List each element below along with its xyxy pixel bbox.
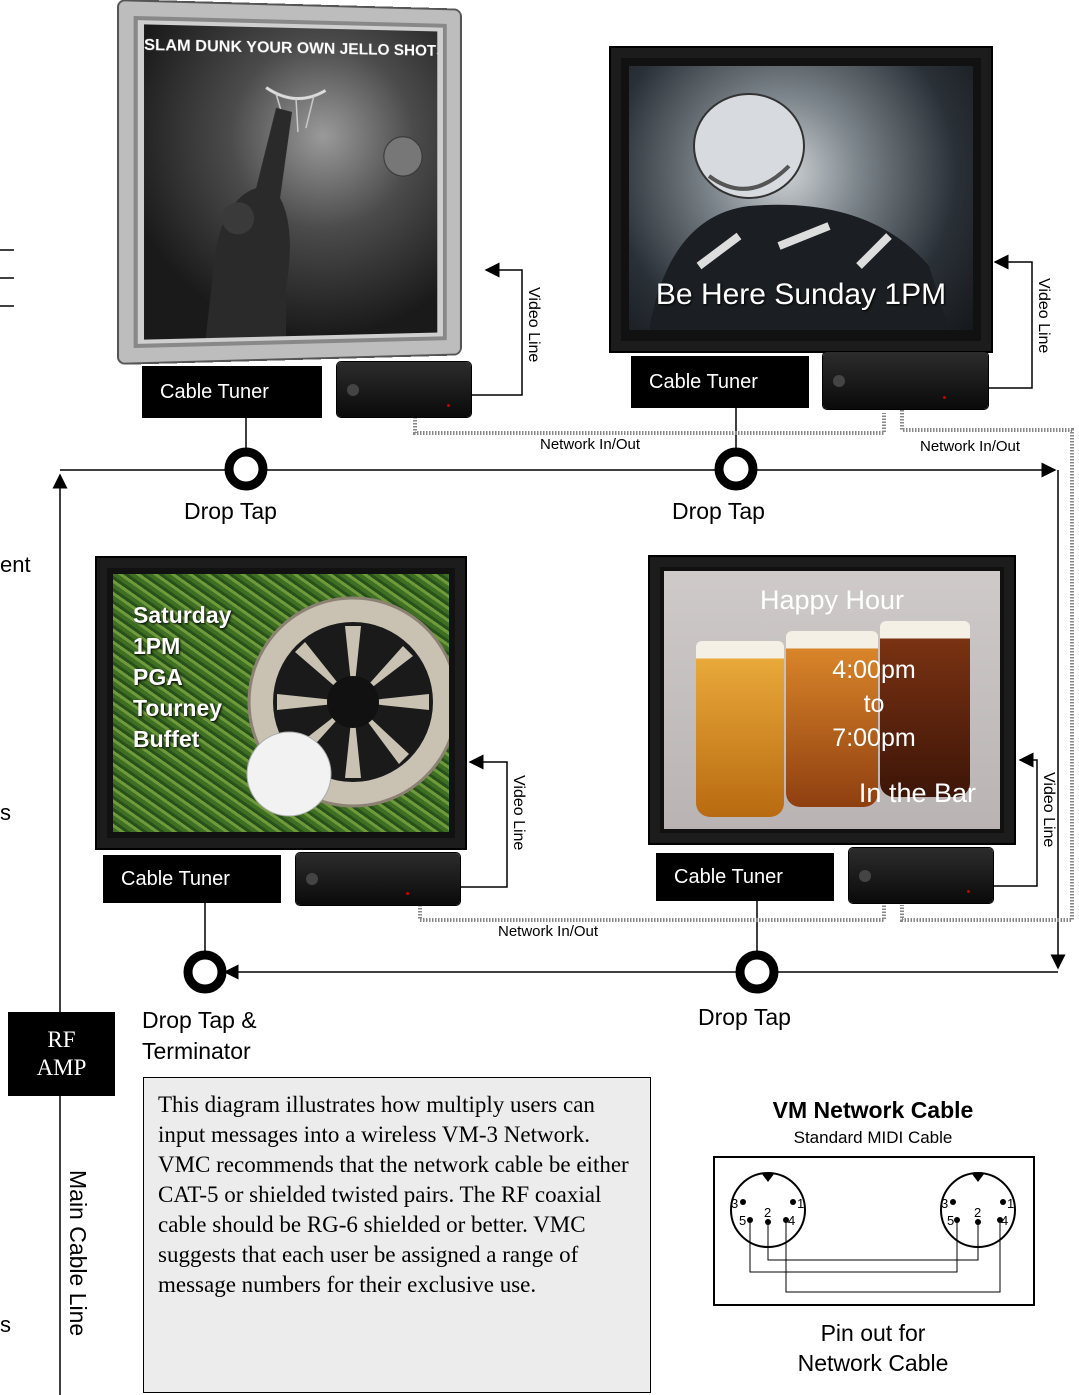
main-cable-line-label: Main Cable Line: [64, 1170, 91, 1336]
tv-basketball: SLAM DUNK YOUR OWN JELLO SHOTS $2: [119, 1, 460, 363]
cable-tuner-3: Cable Tuner: [103, 855, 281, 903]
beer-end-time: 7:00pm: [814, 721, 934, 755]
pin-label-left-1: 1: [797, 1196, 804, 1211]
drop-tap-4: [740, 955, 774, 989]
drop-tap-label-2: Drop Tap: [672, 498, 765, 525]
pin-label-right-5: 5: [947, 1213, 954, 1228]
beer-location: In the Bar: [859, 778, 976, 809]
video-messenger-1: [337, 362, 471, 417]
screen-beer: Happy Hour 4:00pm to 7:00pm In the Bar: [664, 571, 1000, 829]
rf-amp-line-2: AMP: [8, 1054, 115, 1082]
pin-label-right-3: 3: [941, 1196, 948, 1211]
cropped-text-3: s: [0, 1312, 11, 1338]
drop-tap-3: [188, 955, 222, 989]
tv-golf: Saturday 1PM PGA Tourney Buffet: [97, 558, 465, 848]
pinout-line-1: Pin out for: [740, 1318, 1006, 1348]
golf-line-5: Buffet: [133, 724, 231, 755]
video-messenger-2: [823, 352, 988, 409]
football-caption: Be Here Sunday 1PM: [629, 278, 973, 312]
cable-tuner-2: Cable Tuner: [631, 356, 809, 408]
cropped-underlined-text: [0, 226, 14, 322]
beer-glass-1: [696, 641, 784, 817]
golf-line-2: 1PM: [133, 631, 231, 662]
drop-tap-label-1: Drop Tap: [184, 498, 277, 525]
beer-title: Happy Hour: [664, 585, 1000, 616]
video-messenger-4: [849, 848, 993, 903]
rf-amp-line-1: RF: [8, 1026, 115, 1054]
drop-tap-2: [719, 452, 753, 486]
drop-tap-terminator-line-1: Drop Tap &: [142, 1005, 257, 1036]
video-line-label-2: Video Line: [1034, 278, 1052, 353]
screen-golf: Saturday 1PM PGA Tourney Buffet: [113, 574, 449, 832]
tv-football: Be Here Sunday 1PM: [611, 48, 991, 351]
network-label-1: Network In/Out: [540, 436, 640, 453]
cropped-text-1: ent: [0, 552, 31, 578]
pin-label-left-3: 3: [731, 1196, 738, 1211]
pinout-line-2: Network Cable: [740, 1348, 1006, 1378]
drop-tap-terminator-label: Drop Tap & Terminator: [142, 1005, 257, 1067]
screen-basketball: SLAM DUNK YOUR OWN JELLO SHOTS $2: [144, 24, 437, 339]
pin-label-left-2: 2: [764, 1205, 771, 1220]
cable-title: VM Network Cable: [720, 1097, 1026, 1124]
cropped-text-2: s: [0, 800, 11, 826]
cable-subtitle: Standard MIDI Cable: [720, 1128, 1026, 1148]
tv-beer: Happy Hour 4:00pm to 7:00pm In the Bar: [650, 557, 1014, 843]
video-line-label-1: Video Line: [524, 287, 542, 362]
golf-line-3: PGA: [133, 662, 231, 693]
beer-times: 4:00pm to 7:00pm: [814, 653, 934, 755]
cable-tuner-1: Cable Tuner: [142, 366, 322, 418]
video-line-label-3: Video Line: [509, 775, 527, 850]
cable-tuner-4: Cable Tuner: [656, 853, 834, 901]
rf-amp-box: RF AMP: [8, 1012, 115, 1096]
drop-tap-1: [229, 452, 263, 486]
pin-label-left-5: 5: [739, 1213, 746, 1228]
beer-to: to: [814, 687, 934, 721]
golf-caption: Saturday 1PM PGA Tourney Buffet: [133, 600, 231, 755]
pin-label-right-4: 4: [1001, 1213, 1008, 1228]
video-messenger-3: [296, 853, 460, 905]
video-line-label-4: Video Line: [1039, 772, 1057, 847]
midi-cable-diagram: 3 5 2 4 1 3 5 2 4 1: [713, 1156, 1035, 1306]
drop-tap-terminator-line-2: Terminator: [142, 1036, 257, 1067]
golf-line-4: Tourney: [133, 693, 231, 724]
network-label-3: Network In/Out: [498, 923, 598, 940]
pin-label-right-1: 1: [1007, 1196, 1014, 1211]
basketball-player-image: [144, 24, 437, 339]
beer-start-time: 4:00pm: [814, 653, 934, 687]
network-label-2: Network In/Out: [920, 438, 1020, 455]
drop-tap-label-4: Drop Tap: [698, 1004, 791, 1031]
pin-label-left-4: 4: [788, 1213, 795, 1228]
pinout-caption: Pin out for Network Cable: [740, 1318, 1006, 1378]
pin-label-right-2: 2: [974, 1205, 981, 1220]
description-box: This diagram illustrates how multiply us…: [143, 1077, 651, 1393]
screen-football: Be Here Sunday 1PM: [629, 66, 973, 330]
golf-line-1: Saturday: [133, 600, 231, 631]
